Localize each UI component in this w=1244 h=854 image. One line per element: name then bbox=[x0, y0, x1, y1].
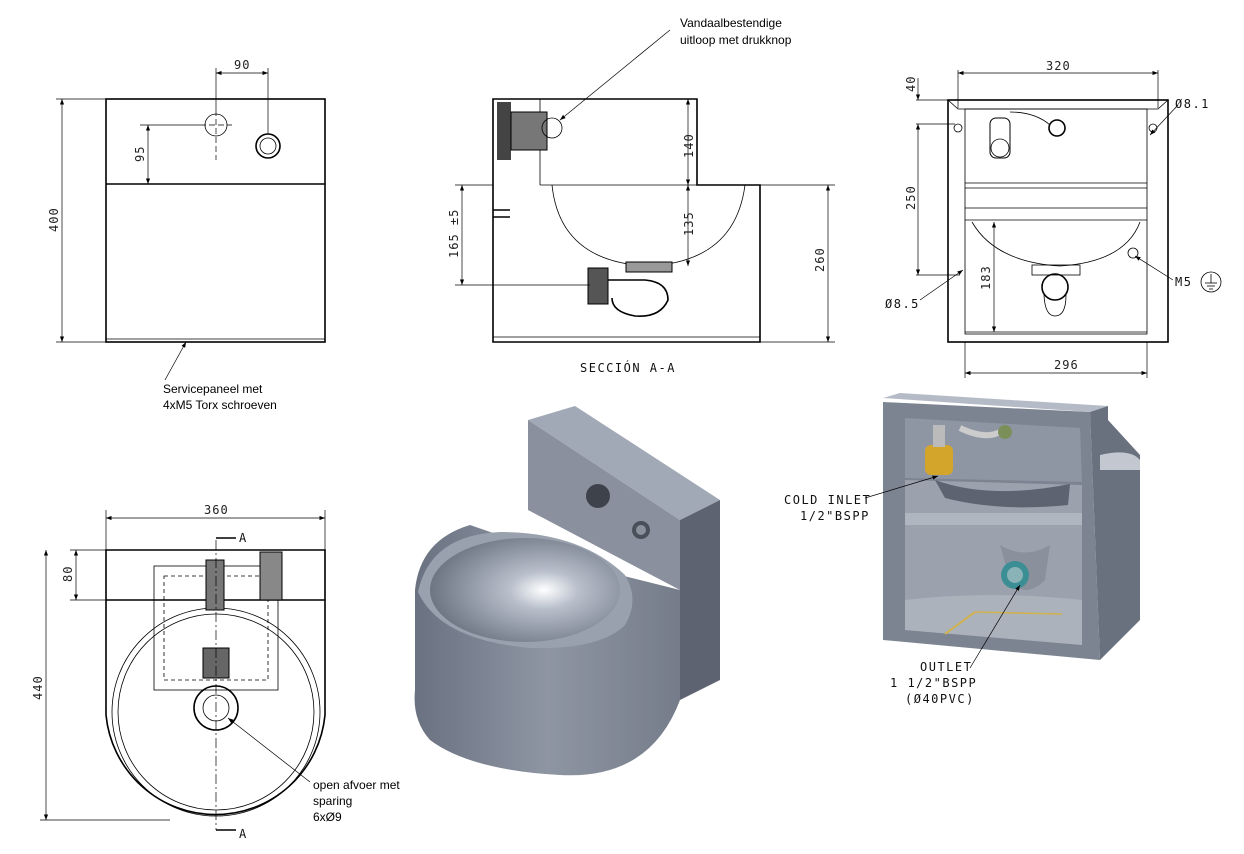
iso-sink-render bbox=[414, 406, 720, 776]
dim-90: 90 bbox=[234, 58, 250, 72]
dim-260: 260 bbox=[813, 247, 827, 272]
section-mark-bottom: A bbox=[239, 827, 248, 841]
rear-view: 320 40 250 183 296 Ø8.1 Ø8.5 M5 bbox=[885, 59, 1222, 378]
dim-296: 296 bbox=[1054, 358, 1079, 372]
dim-360: 360 bbox=[204, 503, 229, 517]
dim-400: 400 bbox=[47, 207, 61, 232]
dim-40: 40 bbox=[904, 76, 918, 92]
faucet-valve bbox=[497, 102, 563, 160]
dim-165: 165 ±5 bbox=[447, 209, 461, 258]
dim-135: 135 bbox=[682, 211, 696, 236]
ground-stud-label: M5 bbox=[1175, 275, 1192, 289]
cold-inlet-label: COLD INLET bbox=[784, 493, 871, 507]
spout-note: Vandaalbestendige bbox=[680, 16, 782, 30]
outlet-size: 1 1/2"BSPP bbox=[890, 676, 977, 690]
hole-dia-top: Ø8.1 bbox=[1175, 97, 1210, 111]
earth-ground-icon bbox=[1200, 271, 1222, 293]
section-view: 140 135 165 ±5 260 Vandaalbestendige uit… bbox=[447, 16, 835, 375]
dim-95: 95 bbox=[133, 146, 147, 162]
service-panel-note-2: 4xM5 Torx schroeven bbox=[163, 398, 277, 412]
dim-80: 80 bbox=[61, 566, 75, 582]
top-view: 360 80 440 A A open afvoer met sparing 6… bbox=[31, 503, 400, 841]
iso-rear-render: COLD INLET 1/2"BSPP OUTLET 1 1/2"BSPP (Ø… bbox=[784, 393, 1140, 706]
drain-trap bbox=[587, 261, 673, 317]
section-mark-top: A bbox=[239, 531, 248, 545]
outlet-pvc: (Ø40PVC) bbox=[905, 692, 975, 706]
dim-440: 440 bbox=[31, 675, 45, 700]
dim-183: 183 bbox=[979, 265, 993, 290]
dim-320: 320 bbox=[1046, 59, 1071, 73]
cold-inlet-size: 1/2"BSPP bbox=[800, 509, 870, 523]
hole-dia-bottom: Ø8.5 bbox=[885, 297, 920, 311]
service-panel-note: Servicepaneel met bbox=[163, 382, 263, 396]
section-title: SECCIÓN A-A bbox=[580, 360, 676, 375]
dim-140: 140 bbox=[682, 133, 696, 158]
drain-note-3: 6xØ9 bbox=[313, 810, 342, 824]
outlet-label: OUTLET bbox=[920, 660, 972, 674]
dim-250: 250 bbox=[904, 185, 918, 210]
drain-note: open afvoer met bbox=[313, 778, 400, 792]
front-view: 90 95 400 Servicepaneel met 4xM5 Torx sc… bbox=[47, 58, 326, 412]
drain-note-2: sparing bbox=[313, 794, 352, 808]
spout-note-2: uitloop met drukknop bbox=[680, 33, 792, 47]
